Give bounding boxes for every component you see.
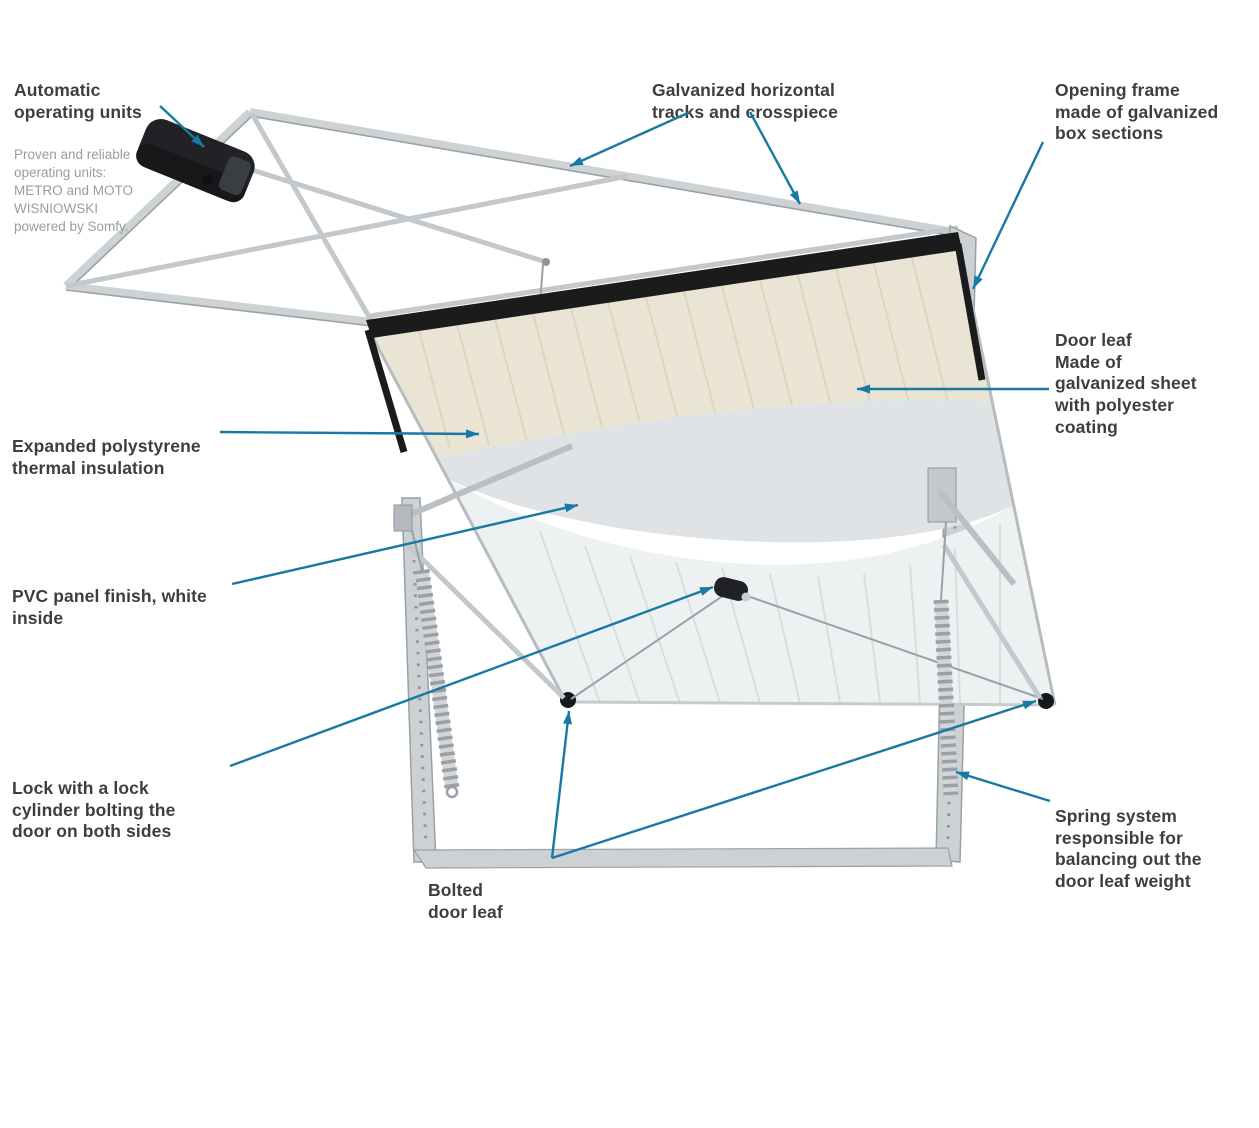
label-opening-frame-title: Opening frame made of galvanized box sec… [1055,80,1219,144]
boom-pulley [542,258,550,266]
label-automatic-operating-units: Automatic operating units Proven and rel… [14,62,229,253]
label-bolted-door-leaf-title: Bolted door leaf [428,880,503,922]
lever-arm-right-upper [937,490,1017,586]
lever-arm-right-lower [941,543,1043,700]
lock-rod-right [735,591,1044,700]
door-corner-fitting-right [1038,693,1054,709]
label-lock: Lock with a lock cylinder bolting the do… [12,760,232,861]
label-bolted-door-leaf: Bolted door leaf [428,862,548,941]
label-pvc-panel: PVC panel finish, white inside [12,568,242,647]
label-spring-system: Spring system responsible for balancing … [1055,788,1240,911]
label-door-leaf-title: Door leaf Made of galvanized sheet with … [1055,330,1197,437]
operator-unit [136,118,255,203]
label-insulation: Expanded polystyrene thermal insulation [12,418,242,497]
door-outer-face [370,246,992,458]
track-brace [65,173,629,289]
operator-boom [251,167,547,265]
door-highlight-band [436,399,1014,543]
label-automatic-operating-units-title: Automatic operating units [14,80,142,122]
label-automatic-operating-units-subtext: Proven and reliable operating units: MET… [14,147,134,234]
lock-cylinder [741,592,751,602]
track-brace [249,112,375,324]
door-top-trim [366,232,962,338]
operator-lamp [218,156,252,196]
label-opening-frame: Opening frame made of galvanized box sec… [1055,62,1250,163]
door-ribs-outer [417,253,949,450]
frame-lintel [369,225,959,319]
spring-hook-left [445,785,459,799]
lock-handle [713,577,749,601]
label-spring-system-title: Spring system responsible for balancing … [1055,806,1202,892]
label-lock-title: Lock with a lock cylinder bolting the do… [12,778,176,842]
label-door-leaf: Door leaf Made of galvanized sheet with … [1055,312,1235,456]
label-insulation-title: Expanded polystyrene thermal insulation [12,436,201,478]
label-pvc-panel-title: PVC panel finish, white inside [12,586,207,628]
